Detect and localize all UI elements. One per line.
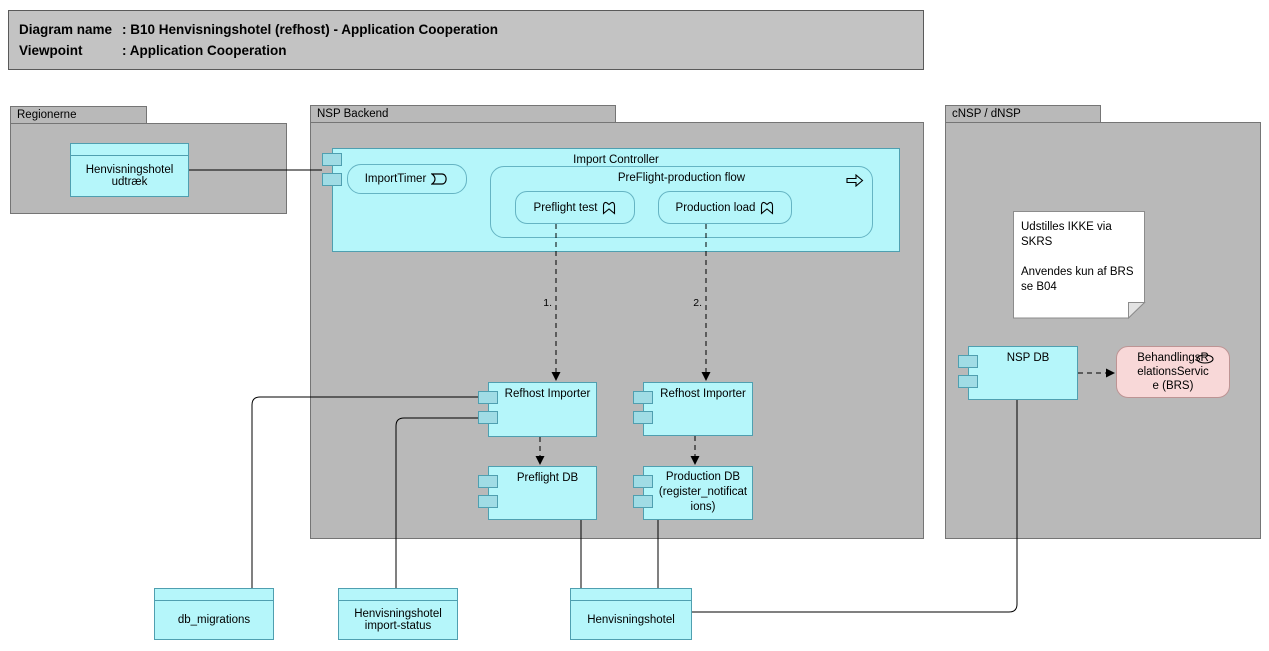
diagram-title-block: Diagram name : B10 Henvisningshotel (refh… (8, 10, 924, 70)
application-function-icon (761, 201, 774, 215)
component-icon (633, 411, 653, 424)
component-nsp-db: NSP DB (968, 346, 1078, 400)
component-label: Refhost Importer (660, 388, 746, 400)
component-icon (478, 475, 498, 488)
component-label: Preflight DB (516, 472, 579, 484)
group-body-cnsp-dnsp (945, 122, 1261, 539)
component-icon (958, 375, 978, 388)
title-value: : Application Cooperation (122, 43, 287, 58)
group-tab-nsp-backend: NSP Backend (310, 105, 616, 123)
data-object-db-migrations: db_migrations (154, 588, 274, 640)
component-icon (322, 173, 342, 186)
data-object-label: Henvisningshotel udtræk (85, 164, 174, 188)
function-preflight-test: Preflight test (515, 191, 635, 224)
group-label: Regionerne (17, 109, 77, 121)
application-function-icon (603, 201, 616, 215)
title-label: Diagram name (19, 22, 113, 37)
title-row-diagram-name: Diagram name : B10 Henvisningshotel (refh… (19, 19, 923, 40)
title-label: Viewpoint (19, 43, 83, 58)
component-production-db: Production DB (register_notificat ions) (643, 466, 753, 520)
component-label: Refhost Importer (504, 388, 591, 400)
component-label: Import Controller (573, 154, 659, 166)
component-refhost-importer-1: Refhost Importer (488, 382, 597, 437)
component-icon (958, 355, 978, 368)
data-object-band (71, 144, 188, 156)
data-object-band (339, 589, 457, 601)
group-label: cNSP / dNSP (952, 108, 1021, 120)
data-object-label: Henvisningshotel (587, 614, 675, 626)
component-icon (478, 411, 498, 424)
data-object-henvisningshotel: Henvisningshotel (570, 588, 692, 640)
component-refhost-importer-2: Refhost Importer (643, 382, 753, 436)
component-icon (633, 475, 653, 488)
process-label: PreFlight-production flow (617, 172, 746, 184)
data-object-band (155, 589, 273, 601)
group-tab-regionerne: Regionerne (10, 106, 147, 124)
group-tab-cnsp-dnsp: cNSP / dNSP (945, 105, 1101, 123)
component-icon (478, 391, 498, 404)
title-value: : B10 Henvisningshotel (refhost) - Appli… (122, 22, 499, 37)
component-icon (478, 495, 498, 508)
group-label: NSP Backend (317, 108, 389, 120)
application-process-icon (846, 174, 864, 187)
application-service-icon (1196, 354, 1214, 364)
component-icon (633, 495, 653, 508)
function-production-load: Production load (658, 191, 792, 224)
application-event-icon (431, 173, 448, 185)
component-icon (633, 391, 653, 404)
data-object-label: Henvisningshotel import-status (354, 608, 442, 632)
event-import-timer: ImportTimer (347, 164, 467, 194)
function-label: Production load (675, 201, 756, 214)
function-label: Preflight test (533, 201, 598, 214)
event-label: ImportTimer (364, 173, 427, 185)
note-text: Udstilles IKKE via SKRS Anvendes kun af … (1021, 221, 1134, 293)
title-row-viewpoint: Viewpoint : Application Cooperation (19, 40, 923, 61)
data-object-band (571, 589, 691, 601)
data-object-henvisningshotel-udtraek: Henvisningshotel udtræk (70, 143, 189, 197)
component-label: Production DB (register_notificat ions) (658, 471, 748, 513)
data-object-label: db_migrations (177, 614, 251, 626)
component-icon (322, 153, 342, 166)
service-brs: BehandlingsR elationsServic e (BRS) (1116, 346, 1230, 398)
data-object-henvisningshotel-import-status: Henvisningshotel import-status (338, 588, 458, 640)
component-label: NSP DB (1006, 352, 1050, 364)
component-preflight-db: Preflight DB (488, 466, 597, 520)
note-shape (1013, 211, 1146, 319)
